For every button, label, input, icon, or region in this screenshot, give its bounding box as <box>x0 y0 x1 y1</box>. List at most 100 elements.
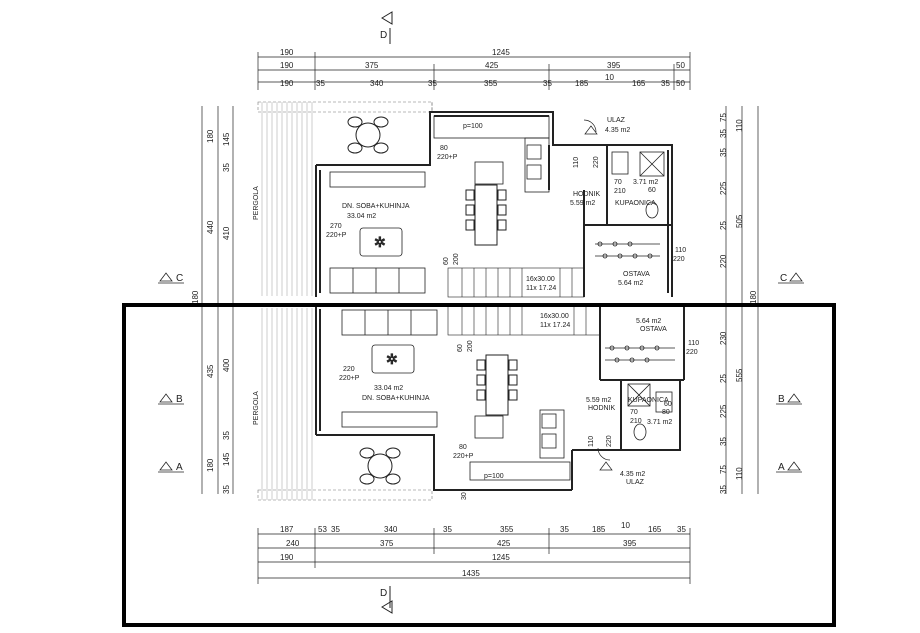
left-dim-400: 400 <box>222 358 231 372</box>
bottom-dim3-1245: 1245 <box>492 553 510 562</box>
bottom-dim-53: 53 <box>318 525 327 534</box>
svg-text:✲: ✲ <box>386 352 398 368</box>
lower-door-e-w: 220 <box>343 366 355 373</box>
bottom-dim3-190: 190 <box>280 553 294 562</box>
lower-door-c-w: 70 <box>630 409 638 416</box>
lower-hall-name: HODNIK <box>588 405 616 412</box>
lower-entry-arrow <box>599 461 613 471</box>
upper-terrace-table <box>347 116 389 154</box>
lower-storage-racks <box>605 345 675 363</box>
upper-entry-arrow <box>584 125 598 135</box>
section-marker-a-right: A <box>776 461 802 473</box>
top-dim2-395: 395 <box>607 61 621 70</box>
upper-entry-door-arc <box>583 119 597 133</box>
upper-stairs <box>447 267 585 298</box>
highlight-frame <box>122 303 836 627</box>
upper-stairs-label1: 16x30.00 <box>526 276 555 283</box>
lower-door-b-w: 110 <box>588 436 595 447</box>
top-dim-190: 190 <box>280 48 294 57</box>
upper-door-g-w: 60 <box>443 257 450 265</box>
left-dim-35b: 35 <box>222 431 231 440</box>
right-dim-35a: 35 <box>719 129 728 138</box>
lower-entry-door-arc <box>597 447 611 461</box>
pergola-hatch-upper <box>261 102 313 296</box>
lower-entry-area: 4.35 m2 <box>620 471 645 478</box>
pergola-label-upper: PERGOLA <box>253 186 260 220</box>
lower-door-d-w: 110 <box>688 340 699 347</box>
bottom-dim2-425: 425 <box>497 539 511 548</box>
upper-door-g-h: 200 <box>453 253 460 265</box>
bottom-dim2-375: 375 <box>380 539 394 548</box>
lower-bath-name: KUPAONICA <box>628 397 669 404</box>
lower-door-f-h: 80 <box>662 409 670 416</box>
right-dim-25b: 25 <box>719 374 728 383</box>
bottom-dim-35b: 35 <box>443 525 452 534</box>
top-dim3-190: 190 <box>280 79 294 88</box>
pergola-label-lower: PERGOLA <box>253 391 260 425</box>
lower-stairs-label2: 11x 17.24 <box>540 322 570 329</box>
top-dim3-35b: 35 <box>428 79 437 88</box>
upper-door-f-w: 60 <box>648 187 656 194</box>
left-dim-180b: 180 <box>191 290 200 304</box>
left-dim-180c: 180 <box>206 458 215 472</box>
lower-living-name: DN. SOBA+KUHINJA <box>362 395 430 402</box>
upper-kitchen-counter <box>433 115 550 193</box>
top-dims-row1: 190 1245 <box>280 48 510 57</box>
upper-door-b-h: 220 <box>593 156 600 168</box>
section-marker-b-left: B <box>158 393 184 405</box>
lower-door-c-h: 210 <box>630 418 642 425</box>
upper-door-c-h: 210 <box>614 188 626 195</box>
lower-terrace-table <box>359 447 401 485</box>
upper-door-a-w: 80 <box>440 145 448 152</box>
top-dims-row2: 190 375 425 395 50 <box>280 61 685 70</box>
right-dims-outer: 110 505 180 555 110 <box>735 119 758 480</box>
right-dim-75a: 75 <box>719 113 728 122</box>
lower-sofa <box>341 309 438 428</box>
lower-rug: ✲ <box>371 344 415 374</box>
top-dim3-35a: 35 <box>316 79 325 88</box>
top-dim2-50: 50 <box>676 61 685 70</box>
lower-stairs <box>447 304 601 336</box>
right-dim-555: 555 <box>735 368 744 382</box>
upper-living-area: 33.04 m2 <box>347 213 376 220</box>
right-dim-35c: 35 <box>719 437 728 446</box>
upper-rug: ✲ <box>359 227 403 257</box>
lower-stairs-label1: 16x30.00 <box>540 313 569 320</box>
top-dim2-190: 190 <box>280 61 294 70</box>
left-dim-410: 410 <box>222 226 231 240</box>
upper-bath-fixtures <box>611 151 665 219</box>
right-dim-225b: 225 <box>719 404 728 418</box>
upper-door-b-w: 110 <box>573 157 580 168</box>
bottom-dim-355: 355 <box>500 525 514 534</box>
right-dimension-lines <box>725 106 759 494</box>
left-dimension-lines <box>201 106 234 494</box>
lower-storage-name: OSTAVA <box>640 326 667 333</box>
bottom-dims-row3: 190 1245 <box>280 553 510 562</box>
right-dim-180: 180 <box>749 290 758 304</box>
bottom-dimension-chains <box>257 528 691 584</box>
upper-storage-area: 5.64 m2 <box>618 280 643 287</box>
right-dim-110b: 110 <box>735 467 744 480</box>
upper-stairs-label2: 11x 17.24 <box>526 285 556 292</box>
section-label-b-left: B <box>176 394 183 405</box>
bottom-dim4-1435: 1435 <box>462 569 480 578</box>
section-marker-a-left: A <box>158 461 184 473</box>
top-dim2-375: 375 <box>365 61 379 70</box>
left-dim-440: 440 <box>206 220 215 234</box>
right-dim-25a: 25 <box>719 221 728 230</box>
right-dim-110a: 110 <box>735 119 744 132</box>
right-dim-230: 230 <box>719 331 728 345</box>
section-marker-c-right: C <box>778 272 804 284</box>
upper-door-e-h: 220+P <box>326 232 347 239</box>
bottom-dim-185: 185 <box>592 525 606 534</box>
right-dim-35d: 35 <box>719 485 728 494</box>
top-dim2-425: 425 <box>485 61 499 70</box>
upper-entry-name: ULAZ <box>607 117 626 124</box>
left-dim-145a: 145 <box>222 132 231 146</box>
lower-door-b-h: 220 <box>606 435 613 447</box>
top-dim3-50: 50 <box>676 79 685 88</box>
section-label-b-right: B <box>778 394 785 405</box>
lower-bath-fixtures <box>627 383 673 441</box>
section-marker-b-right: B <box>776 393 802 405</box>
left-dim-35a: 35 <box>222 163 231 172</box>
